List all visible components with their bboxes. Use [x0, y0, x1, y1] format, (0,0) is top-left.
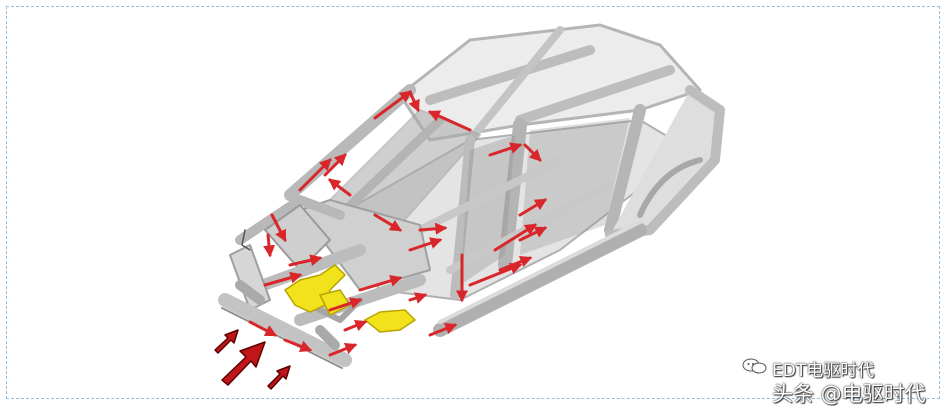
- load-path-b-pillar-top-2: [523, 143, 542, 162]
- shock-tower: [264, 204, 331, 271]
- load-path-subframe: [343, 319, 368, 332]
- load-path-floor-1: [498, 255, 533, 272]
- wechat-icon: [742, 358, 767, 374]
- load-path-rear-door: [518, 198, 548, 217]
- impact-arrows: [214, 329, 291, 390]
- load-path-rail-left: [263, 271, 303, 287]
- rear-wheel-arch: [637, 157, 703, 218]
- load-path-rail-right-2: [358, 275, 403, 292]
- load-path-a-pillar-2: [323, 153, 347, 177]
- side-sill-highlight: [438, 220, 642, 324]
- load-path-bumper-1: [248, 320, 278, 337]
- reinforcement-left-front: [283, 264, 347, 313]
- reinforcement-parts: [283, 264, 417, 333]
- load-path-sill-2: [493, 223, 538, 252]
- load-path-tunnel: [408, 237, 443, 252]
- load-path-front-low: [328, 342, 358, 357]
- load-path-apron-1: [270, 213, 287, 243]
- reinforcement-right-rear: [363, 309, 417, 333]
- front-apron-upper: [235, 195, 345, 245]
- crash-box-left: [235, 280, 265, 305]
- impact-arrow-small-right: [267, 365, 291, 390]
- c-pillar: [604, 104, 646, 236]
- load-path-bumper-2: [283, 338, 313, 353]
- body-in-white: [218, 23, 725, 369]
- impact-arrow-small-left: [214, 329, 239, 354]
- load-path-dash-1: [373, 213, 403, 232]
- load-path-upper-rail: [288, 254, 323, 267]
- load-path-rail-right: [328, 297, 363, 312]
- impact-arrow-large: [221, 341, 266, 386]
- side-sill: [433, 223, 647, 337]
- crash-box-right: [315, 325, 340, 350]
- wire-harness: [241, 229, 251, 251]
- load-path-cowl: [328, 178, 352, 197]
- load-path-roof-cross: [427, 110, 472, 132]
- load-path-sill-1: [468, 262, 523, 287]
- watermark-brand: EDT电驱时代: [772, 361, 875, 381]
- load-path-roof-side: [408, 90, 420, 113]
- load-path-front-low-2: [408, 292, 428, 304]
- roof-center-rail: [466, 26, 564, 144]
- floor-crossmember-1: [396, 156, 564, 244]
- watermark-source: 头条 @电驱时代: [772, 382, 926, 406]
- load-path-b-pillar-top: [488, 142, 523, 157]
- roof-bow-rear: [515, 65, 675, 125]
- load-path-arrows: [248, 90, 548, 357]
- roof-bow-front: [425, 45, 595, 105]
- load-path-a-pillar: [298, 158, 332, 192]
- load-path-roof-front: [373, 90, 412, 120]
- bumper-beam-edge: [221, 307, 343, 369]
- load-path-apron-2: [263, 233, 276, 258]
- load-path-lower-sill: [428, 322, 458, 337]
- bumper-beam: [218, 293, 352, 367]
- figure-frame: [6, 6, 940, 399]
- load-path-sill-3: [518, 226, 548, 242]
- load-path-dash-2: [418, 222, 448, 235]
